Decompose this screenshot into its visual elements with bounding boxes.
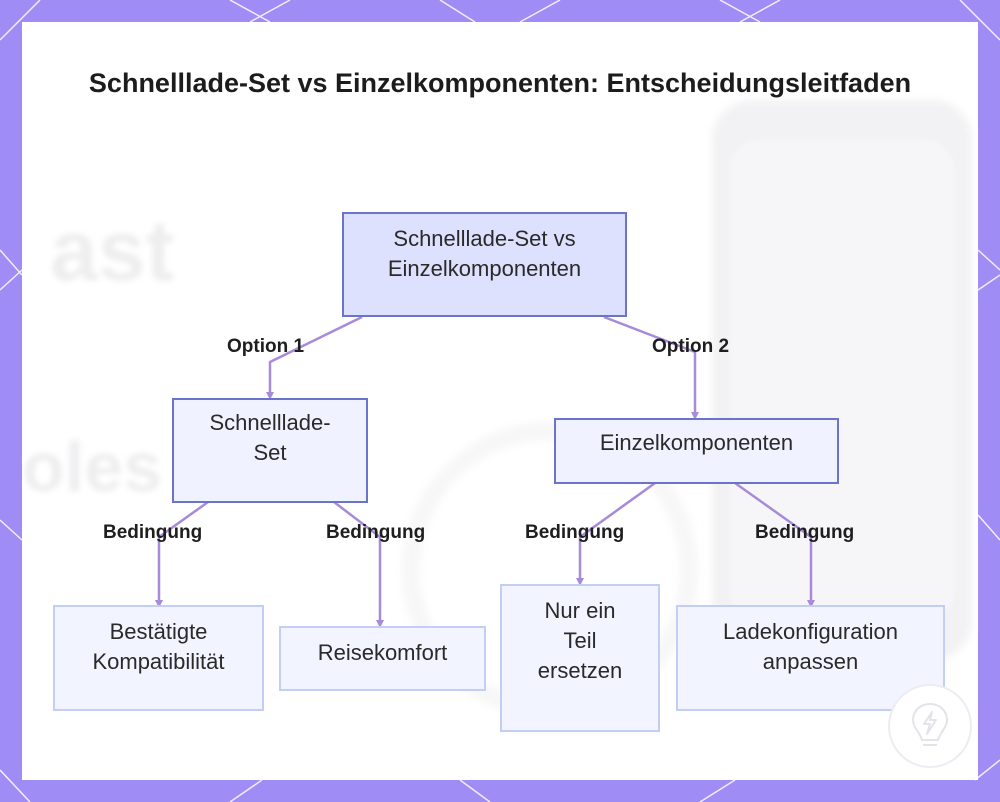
node-replace-label: Nur ein Teil ersetzen xyxy=(537,598,623,683)
diagram-card: ast oles Schnelllade-Set vs Einzelkompon… xyxy=(22,22,978,780)
node-ladekonfiguration-anpassen[interactable]: Ladekonfiguration anpassen xyxy=(676,605,945,711)
edge-components-to-replace xyxy=(576,481,656,586)
node-set-label: Schnelllade-Set xyxy=(209,410,331,465)
edge-root-to-components xyxy=(603,315,699,420)
edge-components-to-config xyxy=(734,481,815,608)
edge-label-bedingung: Bedingung xyxy=(103,522,203,543)
edge-set-to-travel xyxy=(333,501,384,628)
node-schnelllade-set[interactable]: Schnelllade-Set xyxy=(172,398,368,503)
edge-root-to-set xyxy=(266,315,363,400)
node-root-decision[interactable]: Schnelllade-Set vs Einzelkomponenten xyxy=(342,212,627,317)
lightning-bulb-icon xyxy=(888,684,972,768)
node-config-label: Ladekonfiguration anpassen xyxy=(723,619,898,674)
node-einzelkomponenten[interactable]: Einzelkomponenten xyxy=(554,418,839,484)
connector-layer xyxy=(155,315,815,628)
node-components-label: Einzelkomponenten xyxy=(599,430,794,455)
node-nur-ein-teil-ersetzen[interactable]: Nur ein Teil ersetzen xyxy=(500,584,660,732)
node-compatibility-label: Bestätigte Kompatibilität xyxy=(92,619,225,674)
edge-set-to-compatibility xyxy=(155,500,209,608)
node-root-label: Schnelllade-Set vs Einzelkomponenten xyxy=(387,226,582,281)
edge-label-bedingung: Bedingung xyxy=(525,522,625,543)
node-bestaetigte-kompatibilitaet[interactable]: Bestätigte Kompatibilität xyxy=(53,605,264,711)
edge-label-option-2: Option 2 xyxy=(652,336,730,357)
edge-label-bedingung: Bedingung xyxy=(755,522,855,543)
edge-label-option-1: Option 1 xyxy=(227,336,305,357)
diagram-title: Schnelllade-Set vs Einzelkomponenten: En… xyxy=(88,68,912,98)
node-reisekomfort[interactable]: Reisekomfort xyxy=(279,626,486,691)
edge-label-bedingung: Bedingung xyxy=(326,522,426,543)
node-travel-label: Reisekomfort xyxy=(317,640,448,665)
